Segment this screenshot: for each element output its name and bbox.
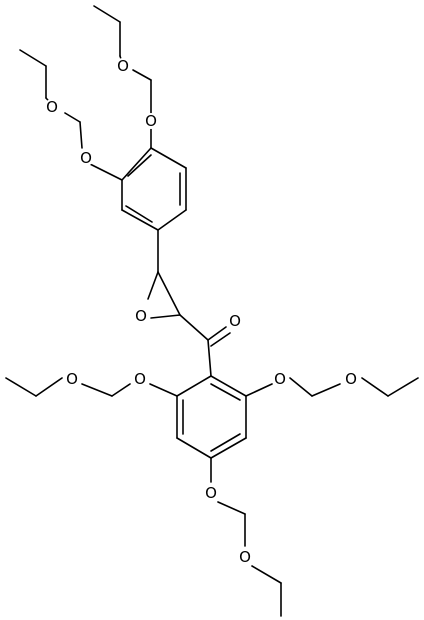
bond [179, 314, 209, 341]
oxygen-atom: O [133, 307, 149, 325]
oxygen-atom: O [227, 312, 243, 330]
atoms-layer: O O O O O O O O O O O O [44, 57, 359, 566]
oxygen-atom: O [44, 98, 60, 116]
svg-text:O: O [145, 112, 157, 130]
bond [157, 271, 181, 316]
oxygen-atom: O [203, 484, 219, 502]
bond [147, 271, 159, 300]
bond [149, 383, 178, 397]
svg-text:O: O [205, 484, 217, 502]
oxygen-atom: O [143, 112, 159, 130]
bond [89, 163, 123, 181]
oxygen-atom: O [115, 57, 131, 75]
bond [19, 49, 47, 67]
oxygen-atom: O [272, 370, 288, 388]
bond [210, 433, 241, 452]
bond [150, 147, 187, 169]
svg-text:O: O [134, 370, 146, 388]
bond [176, 375, 212, 397]
bond [111, 383, 131, 397]
bond [79, 121, 83, 149]
bond [176, 437, 212, 459]
oxygen-atom: O [237, 548, 253, 566]
svg-text:O: O [66, 370, 78, 388]
bond [35, 377, 63, 397]
bond [121, 147, 152, 181]
svg-text:O: O [80, 149, 92, 167]
oxygen-atom: O [132, 370, 148, 388]
svg-text:O: O [117, 57, 129, 75]
bond [132, 69, 152, 81]
svg-text:O: O [46, 98, 58, 116]
bond [289, 377, 313, 397]
bond [127, 154, 152, 177]
bond [210, 332, 231, 347]
oxygen-atom: O [78, 149, 94, 167]
bond [150, 314, 181, 319]
bond [81, 383, 113, 397]
bond [125, 205, 153, 223]
oxygen-atom: O [64, 370, 80, 388]
svg-text:O: O [345, 370, 357, 388]
bond [207, 339, 212, 377]
bond [157, 209, 187, 231]
bond [121, 209, 159, 231]
bond [93, 5, 121, 23]
bond [311, 383, 341, 397]
oxygen-atom: O [343, 370, 359, 388]
bond [251, 565, 282, 584]
bond [361, 377, 389, 397]
svg-text:O: O [274, 370, 286, 388]
svg-text:O: O [229, 312, 241, 330]
bond [210, 375, 247, 397]
bond [5, 377, 37, 397]
bond [387, 377, 419, 397]
svg-text:O: O [135, 307, 147, 325]
bond [245, 383, 273, 397]
bond [210, 383, 241, 401]
bond [64, 112, 81, 123]
bond [210, 437, 247, 459]
bonds-layer [5, 5, 419, 617]
bond [217, 501, 246, 515]
svg-text:O: O [239, 548, 251, 566]
bond [207, 326, 227, 341]
